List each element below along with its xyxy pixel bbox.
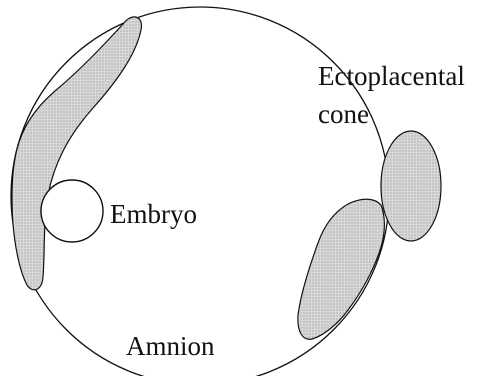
ectoplacental-label-line2: cone [318,99,369,129]
embryo-label: Embryo [110,199,197,229]
embryo-circle [41,180,103,242]
ectoplacental-label-line1: Ectoplacental [318,61,465,91]
amnion-label: Amnion [126,331,215,361]
ectoplacental-cone-shape [381,131,441,241]
left-shaded-region [12,17,142,290]
right-shaded-region [298,199,385,339]
